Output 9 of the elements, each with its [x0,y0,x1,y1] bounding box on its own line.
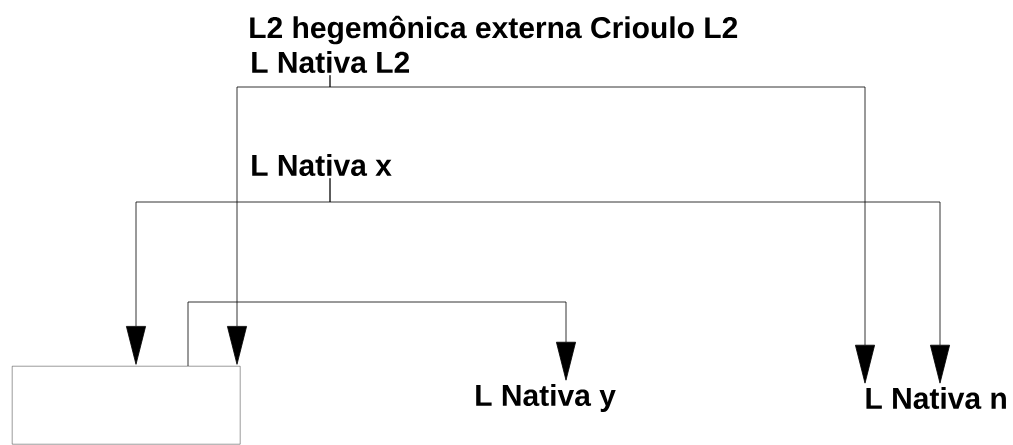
arrow [329,74,875,384]
empty-box [12,366,241,445]
node-label: L Nativa x [252,154,392,176]
arrow [187,301,576,381]
node-label: L Nativa y [476,384,616,412]
arrow [329,177,950,384]
node-label: L Nativa n [866,387,1006,410]
node-label: L Nativa L2 [252,51,409,73]
heading-text: L2 hegemônica externa Crioulo L2 [250,15,738,45]
